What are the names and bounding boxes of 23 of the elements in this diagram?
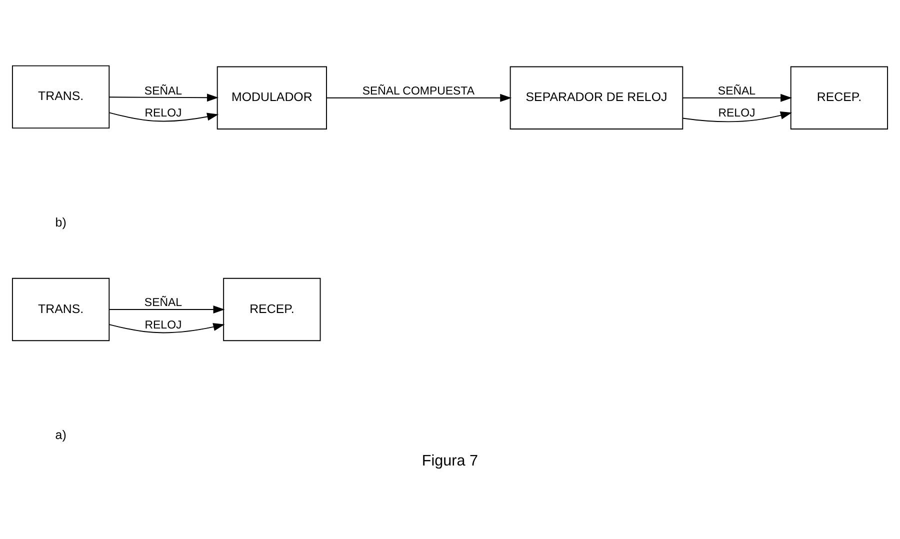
edge-label: RELOJ [718, 107, 756, 120]
node-box: TRANS. [12, 277, 110, 341]
node-box: RECEP. [790, 66, 888, 129]
edge-label: SEÑAL [718, 85, 756, 98]
arrow [108, 112, 219, 122]
node-box: RECEP. [223, 277, 321, 341]
node-box: SEPARADOR DE RELOJ [510, 66, 684, 129]
arrow [108, 304, 225, 314]
edge-label: RELOJ [144, 107, 182, 120]
edge-label: SEÑAL [144, 296, 182, 309]
node-box: TRANS. [12, 64, 110, 128]
edge-label: SEÑAL [144, 85, 182, 98]
arrow [682, 93, 792, 102]
arrow [326, 93, 512, 102]
caption: Figura 7 [422, 452, 478, 469]
edge-label: RELOJ [144, 318, 182, 331]
label: a) [55, 428, 66, 442]
node-box: MODULADOR [216, 66, 327, 129]
label: b) [55, 215, 66, 230]
arrow [108, 93, 218, 102]
arrow [108, 322, 225, 333]
edge-label: SEÑAL COMPUESTA [362, 85, 474, 98]
arrow [682, 110, 792, 122]
